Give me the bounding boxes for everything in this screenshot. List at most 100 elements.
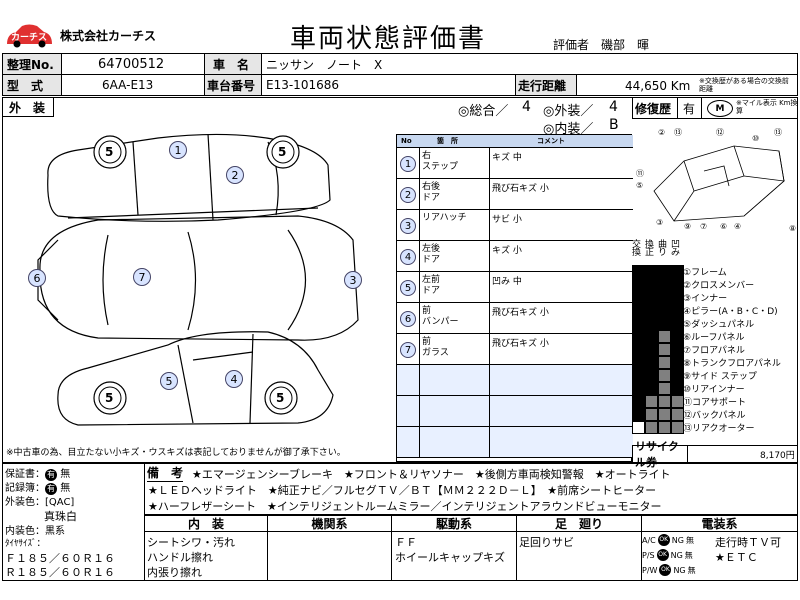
marker-5: 5	[160, 372, 178, 390]
record-row: 記録簿：有 無	[5, 479, 70, 495]
damage-row-comment: 飛び石キズ 小	[492, 308, 549, 318]
frame-grid	[632, 265, 684, 443]
frame-grid-cell	[645, 395, 658, 408]
frame-grid-cell	[645, 330, 658, 343]
frame-item: ⑫バックパネル	[683, 411, 746, 421]
frame-item: ①フレーム	[683, 268, 727, 278]
overall-label: ◎総合／	[458, 104, 509, 119]
page-title: 車両状態評価書	[290, 24, 487, 54]
frame-header-char: り	[658, 248, 668, 258]
none-text: 無	[687, 565, 696, 575]
damage-row-no: 3	[400, 218, 416, 234]
frame-grid-cell	[632, 343, 645, 356]
frame-grid-cell	[671, 343, 684, 356]
frame-header-char: み	[671, 248, 681, 258]
recycle-label: リサイクル券	[632, 440, 688, 469]
frame-grid-cell	[671, 369, 684, 382]
damage-row	[397, 365, 633, 396]
drive-item: ホイールキャップキズ	[395, 551, 505, 564]
svg-text:⑥: ⑥	[720, 222, 727, 231]
frame-grid-cell	[671, 278, 684, 291]
frame-grid-cell	[658, 395, 671, 408]
damage-row-comment: 凹み 中	[492, 277, 522, 287]
electrical-extra: ★ＥＴＣ	[715, 551, 758, 564]
label-mileage: 走行距離	[515, 74, 577, 96]
frame-grid-cell	[658, 317, 671, 330]
mile-icon-letter: M	[715, 103, 725, 114]
frame-grid-cell	[645, 304, 658, 317]
ok-circle-icon: OK	[656, 549, 669, 561]
none-text: 無	[684, 550, 693, 560]
frame-grid-cell	[671, 265, 684, 278]
frame-header-char: 凹	[671, 240, 681, 250]
frame-grid-cell	[645, 369, 658, 382]
interior-item: 内張り擦れ	[147, 566, 202, 579]
frame-grid-cell	[645, 382, 658, 395]
electrical-name: P/W	[642, 565, 658, 575]
frame-grid-cell	[632, 395, 645, 408]
frame-grid-cell	[658, 291, 671, 304]
label-car-name: 車 名	[204, 53, 262, 75]
warranty-label: 保証書：	[5, 469, 45, 480]
none-text: 無	[685, 535, 694, 545]
electrical-name: P/S	[642, 550, 655, 560]
frame-header-char: 換	[632, 248, 642, 258]
electrical-name: A/C	[642, 535, 656, 545]
remarks-line1: ★エマージェンシーブレーキ ★フロント＆リヤソナー ★後側方車両検知警報 ★オー…	[192, 468, 671, 481]
frame-grid-cell	[671, 330, 684, 343]
section-engine-label: 機関系	[267, 515, 392, 532]
value-chassis: E13-101686	[261, 74, 516, 96]
marker-2: 2	[226, 166, 244, 184]
evaluator: 評価者 磯部 暉	[553, 38, 650, 52]
repair-value: 有	[677, 97, 702, 119]
frame-item: ⑥ルーフパネル	[683, 333, 745, 343]
ok-text: OK	[661, 566, 670, 573]
damage-row-comment: 飛び石キズ 小	[492, 184, 549, 194]
frame-item: ⑧トランクフロアパネル	[683, 359, 781, 369]
section-suspension-label: 足 廻り	[516, 515, 642, 532]
section-drive-label: 駆動系	[391, 515, 517, 532]
frame-item: ⑬リアクオーター	[683, 424, 755, 434]
ng-text: NG	[671, 535, 684, 545]
color-name: 真珠白	[44, 510, 77, 523]
damage-row-no: 7	[400, 342, 416, 358]
frame-grid-cell	[658, 408, 671, 421]
ext-score-value: 4	[609, 99, 618, 115]
section-electrical-label: 電装系	[641, 515, 798, 532]
frame-item: ②クロスメンバー	[683, 281, 755, 291]
svg-text:⑪: ⑪	[636, 169, 644, 178]
wheel-label: 5	[105, 391, 114, 405]
interior-value: 黒系	[45, 526, 65, 537]
frame-grid-cell	[671, 421, 684, 434]
ext-score-label: ◎外装／	[543, 104, 594, 119]
frame-grid-cell	[632, 304, 645, 317]
frame-header-char: 正	[645, 248, 655, 258]
marker-7: 7	[133, 268, 151, 286]
none-text: 無	[60, 469, 71, 480]
tire-front: Ｆ１８５／６０Ｒ１６	[5, 552, 115, 565]
frame-grid-cell	[645, 356, 658, 369]
has-text: 有	[47, 484, 55, 493]
frame-grid-cell	[658, 369, 671, 382]
car-logo-icon	[7, 24, 52, 48]
color-row: 外装色：[QAC]	[5, 493, 74, 508]
svg-text:⑬: ⑬	[674, 128, 682, 137]
frame-item: ④ピラー(A・B・C・D)	[683, 307, 778, 317]
frame-grid-cell	[632, 408, 645, 421]
ok-circle-icon: OK	[659, 564, 672, 576]
ok-text: OK	[658, 551, 667, 558]
repair-box: M ※マイル表示 Km換算	[701, 97, 798, 119]
value-model: 6AA-E13	[61, 74, 205, 96]
electrical-extra: 走行時ＴＶ可	[715, 536, 781, 549]
remarks-line2: ★ＬＥＤヘッドライト ★純正ナビ／フルセグＴＶ／ＢＴ【ＭＭ２２２Ｄ－Ｌ】 ★前席…	[148, 484, 657, 497]
remarks-label: 備 考	[147, 466, 184, 482]
frame-grid-cell	[658, 304, 671, 317]
none-text: 無	[60, 483, 71, 494]
wheel-label: 5	[278, 145, 287, 159]
